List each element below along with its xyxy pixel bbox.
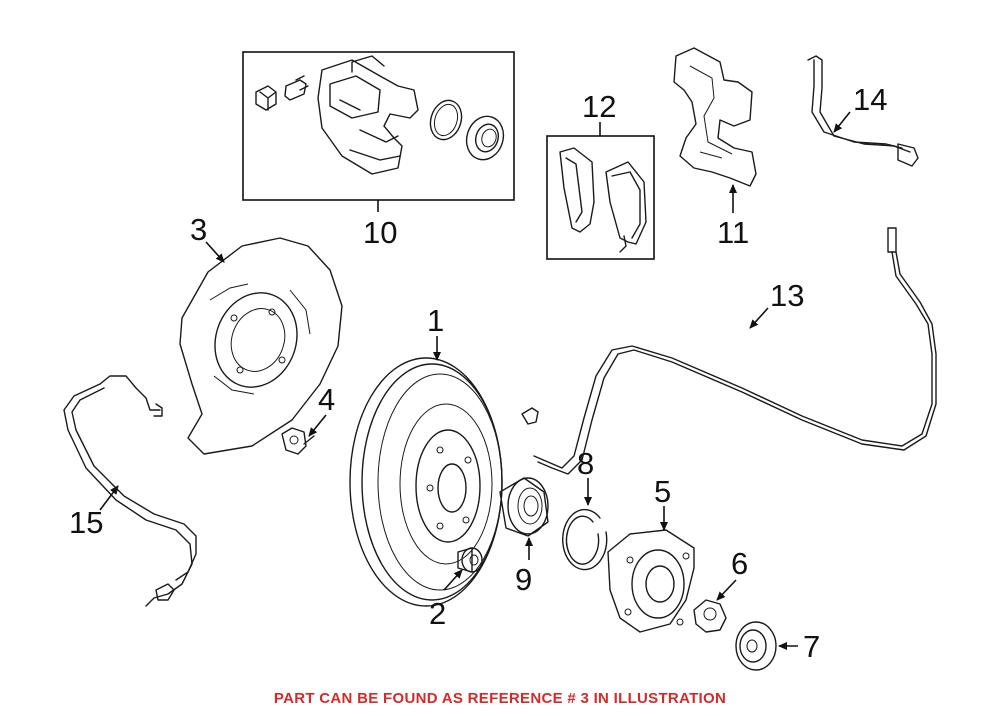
callout-9: 9: [515, 562, 532, 597]
callout-3: 3: [190, 212, 207, 247]
hub-cap: [735, 621, 777, 671]
abs-sensor-13: [521, 227, 937, 475]
wheel-hub: [607, 529, 695, 633]
callout-5: 5: [654, 474, 671, 509]
dust-shield: [179, 237, 343, 455]
wear-sensor: [807, 55, 919, 167]
callout-11: 11: [717, 215, 749, 250]
shield-bolt: [281, 427, 315, 455]
reference-note: PART CAN BE FOUND AS REFERENCE # 3 IN IL…: [273, 690, 727, 707]
callout-6: 6: [731, 546, 748, 581]
caliper-kit-frame: [242, 51, 515, 201]
callout-15: 15: [69, 505, 103, 540]
rotor-screw: [457, 547, 483, 573]
callout-14: 14: [853, 82, 887, 117]
callout-4: 4: [318, 382, 335, 417]
axle-nut: [693, 599, 727, 633]
callout-8: 8: [577, 446, 594, 481]
brake-rotor: [349, 357, 503, 607]
callout-10: 10: [363, 215, 397, 250]
abs-sensor-15: [63, 375, 197, 607]
callout-2: 2: [429, 596, 446, 631]
caliper-bracket: [673, 47, 757, 187]
callout-12: 12: [582, 89, 616, 124]
callout-1: 1: [427, 303, 444, 338]
callout-7: 7: [803, 629, 820, 664]
wheel-bearing: [499, 477, 549, 537]
caliper-kit-parts: [255, 55, 505, 175]
brake-pads: [559, 147, 647, 253]
snap-ring: [562, 508, 608, 571]
callout-13: 13: [770, 278, 804, 313]
